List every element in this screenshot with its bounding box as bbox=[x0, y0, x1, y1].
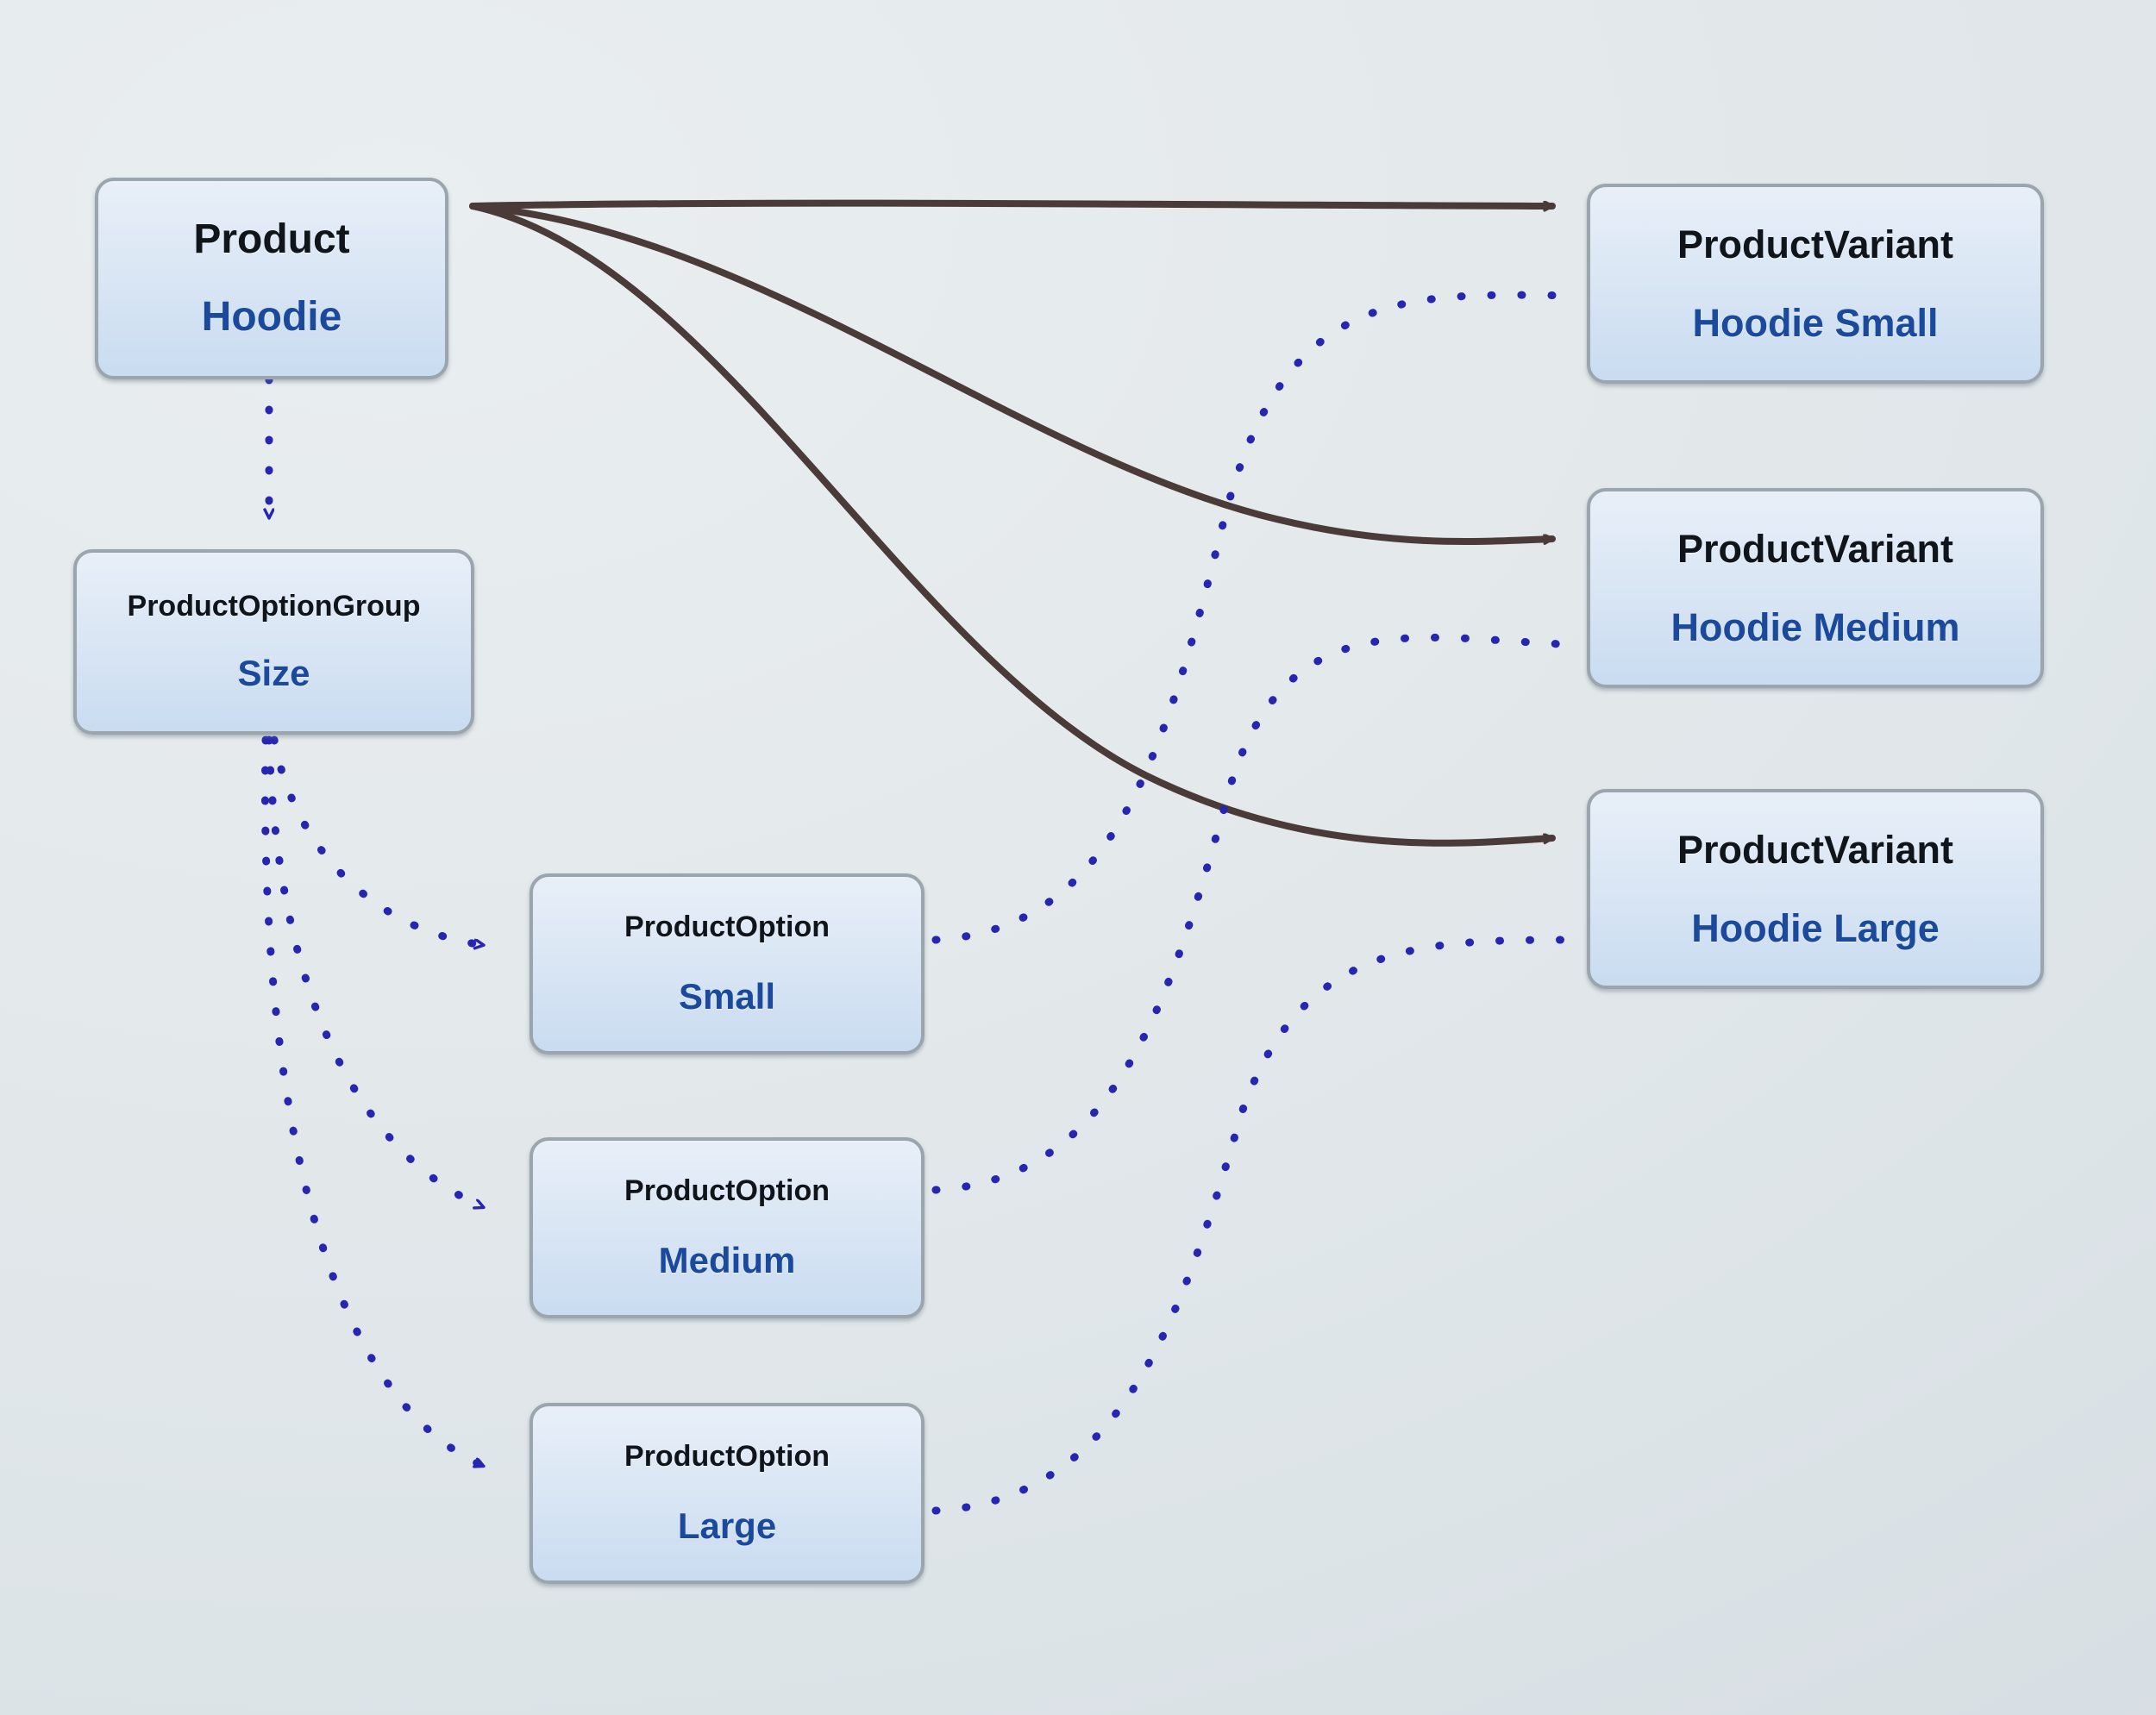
node-option-small-value: Small bbox=[678, 975, 776, 1017]
node-variant-small-type: ProductVariant bbox=[1677, 222, 1954, 266]
node-option-group-value: Size bbox=[237, 653, 310, 694]
node-product-type: Product bbox=[193, 216, 350, 262]
node-option-medium[interactable]: ProductOption Medium bbox=[530, 1137, 924, 1318]
node-variant-large-type: ProductVariant bbox=[1677, 827, 1954, 872]
node-variant-small[interactable]: ProductVariant Hoodie Small bbox=[1587, 184, 2044, 384]
node-variant-large[interactable]: ProductVariant Hoodie Large bbox=[1587, 789, 2044, 989]
node-variant-medium[interactable]: ProductVariant Hoodie Medium bbox=[1587, 488, 2044, 688]
node-option-large[interactable]: ProductOption Large bbox=[530, 1403, 924, 1584]
node-product-value: Hoodie bbox=[201, 294, 342, 340]
edge-product-to-variant-medium bbox=[469, 203, 1556, 546]
edge-optiongroup-to-option-large bbox=[261, 735, 487, 1470]
node-option-medium-type: ProductOption bbox=[624, 1174, 830, 1208]
node-variant-large-value: Hoodie Large bbox=[1691, 906, 1940, 950]
node-product[interactable]: Product Hoodie bbox=[95, 178, 448, 379]
edge-product-to-variant-large bbox=[469, 203, 1556, 847]
node-variant-medium-value: Hoodie Medium bbox=[1670, 605, 1960, 649]
node-option-large-value: Large bbox=[677, 1505, 777, 1546]
node-variant-medium-type: ProductVariant bbox=[1677, 526, 1954, 571]
edge-optiongroup-to-option-small bbox=[270, 735, 487, 945]
node-option-group[interactable]: ProductOptionGroup Size bbox=[73, 549, 474, 735]
edge-optiongroup-to-option-medium bbox=[265, 735, 487, 1211]
node-option-large-type: ProductOption bbox=[624, 1440, 830, 1474]
node-option-small-type: ProductOption bbox=[624, 911, 830, 944]
node-option-group-type: ProductOptionGroup bbox=[127, 589, 421, 623]
node-option-medium-value: Medium bbox=[658, 1239, 796, 1280]
edge-option-large-to-variant-large bbox=[931, 936, 1583, 1515]
node-variant-small-value: Hoodie Small bbox=[1692, 301, 1939, 345]
edge-option-medium-to-variant-medium bbox=[931, 633, 1583, 1194]
node-option-small[interactable]: ProductOption Small bbox=[530, 873, 924, 1055]
edge-option-small-to-variant-small bbox=[931, 291, 1583, 944]
edge-product-to-variant-small bbox=[469, 199, 1556, 206]
